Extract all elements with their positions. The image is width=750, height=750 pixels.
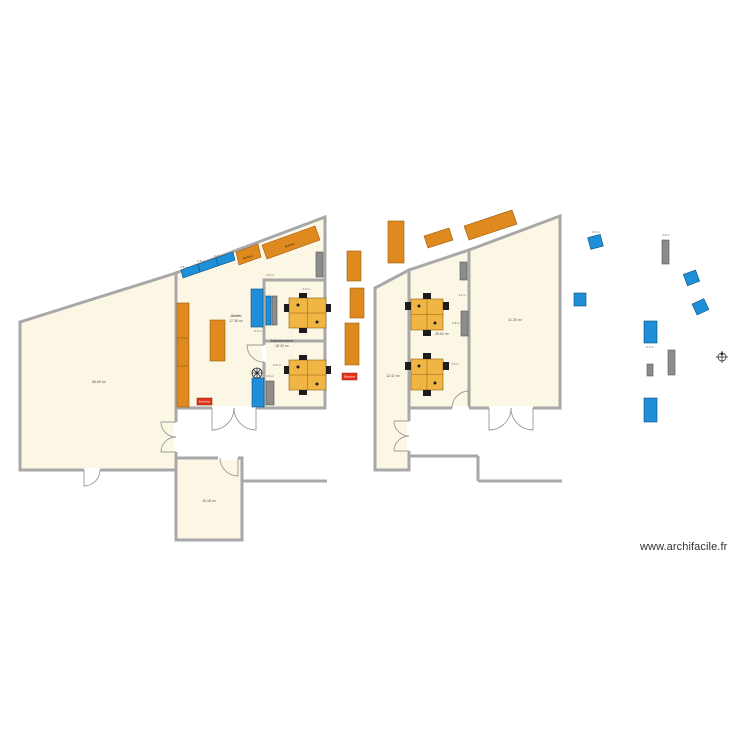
- office-chair-icon: [423, 293, 431, 299]
- orange-shelf-label: Bureau: [242, 253, 253, 260]
- orange-desk-slanted-2[interactable]: Bureau: [261, 225, 321, 260]
- room-area-large-right: 41.26 m²: [508, 318, 523, 322]
- dim-label: 0.6 m: [266, 374, 274, 378]
- office-chair-icon: [299, 355, 307, 360]
- room-area-corridor-right: 12.42 m²: [386, 374, 401, 378]
- room-area-big-left: 86.69 m²: [92, 380, 107, 384]
- extinguisher-loose[interactable]: [341, 372, 358, 381]
- office-chair-icon: [326, 304, 331, 312]
- room-small-bottom[interactable]: [174, 456, 244, 542]
- blue-box-4[interactable]: [691, 298, 710, 316]
- orange-shelf-slanted-1[interactable]: [235, 243, 262, 266]
- blue-locker-top[interactable]: [250, 288, 264, 328]
- orange-shelf-right-2[interactable]: [423, 227, 454, 249]
- door-left-bottom[interactable]: [83, 468, 101, 487]
- extinguisher-left[interactable]: [196, 397, 213, 406]
- dim-label: 0.8 m: [662, 233, 670, 237]
- dim-label: 1.2 m: [302, 287, 310, 291]
- door-right-corridor[interactable]: [393, 420, 411, 452]
- orange-desk-label: Bureau: [284, 241, 295, 248]
- office-chair-icon: [299, 293, 307, 298]
- blue-locker-bottom[interactable]: [251, 377, 265, 408]
- blue-box-2[interactable]: [587, 234, 604, 250]
- office-chair-icon: [284, 304, 289, 312]
- office-chair-icon: [443, 362, 449, 370]
- room-name-maintenance: Maintenance: [271, 338, 295, 343]
- orange-desk-right-3[interactable]: [463, 209, 518, 241]
- grey-cabinet-loose-3[interactable]: [646, 363, 654, 377]
- blue-cabinet-row[interactable]: [180, 251, 236, 279]
- blue-box-3[interactable]: [682, 269, 701, 287]
- grey-cabinet-corner[interactable]: [315, 251, 324, 278]
- office-chair-icon: [423, 390, 431, 396]
- door-double-atelier[interactable]: [211, 406, 257, 431]
- orange-cabinet-loose-3[interactable]: [344, 322, 360, 366]
- room-area-atelier: 17.36 m²: [229, 319, 244, 323]
- blue-panel-maintenance[interactable]: [265, 295, 272, 326]
- grey-cabinet-maintenance[interactable]: [265, 380, 275, 406]
- dim-label: 1.2 m: [458, 293, 466, 297]
- fan-icon: [251, 367, 263, 379]
- orange-cabinet-loose-2[interactable]: [349, 287, 365, 319]
- left-building: 86.69 m² Atelier 17.36 m² Maintenance 18…: [18, 214, 331, 542]
- desk-cluster-bottom[interactable]: [284, 355, 331, 395]
- office-chair-icon: [405, 302, 411, 310]
- office-chair-icon: [326, 366, 331, 374]
- blue-locker-loose-1[interactable]: [643, 320, 658, 344]
- dim-label: 0.8 m: [214, 254, 222, 258]
- watermark-text[interactable]: www.archifacile.fr: [640, 541, 728, 553]
- door-maintenance[interactable]: [246, 344, 266, 363]
- dim-label: 0.6 m: [254, 329, 262, 333]
- door-left-side[interactable]: [160, 421, 178, 453]
- dim-label: 0.6 m: [273, 363, 281, 367]
- dim-label: 0.8 m: [197, 259, 205, 263]
- office-chair-icon: [423, 330, 431, 336]
- office-chair-icon: [405, 362, 411, 370]
- door-right-office[interactable]: [451, 390, 470, 410]
- extinguisher-label: Extincteur: [199, 401, 210, 404]
- office-chair-icon: [284, 366, 289, 374]
- blue-locker-loose-2[interactable]: [643, 397, 658, 423]
- office-chair-icon: [443, 302, 449, 310]
- grey-cabinet-right-1[interactable]: [459, 261, 468, 281]
- door-right-double[interactable]: [488, 406, 534, 431]
- extinguisher-label: Extincteur: [344, 376, 355, 379]
- dim-label: 0.6 m: [646, 345, 654, 349]
- dim-label: 0.6 m: [451, 362, 459, 366]
- desk-cluster-top[interactable]: [284, 293, 331, 333]
- loose-furniture-right: 0.6 m 0.8 m 0.6 m: [573, 230, 728, 423]
- grey-cabinet-right-2[interactable]: [460, 310, 469, 337]
- room-area-maintenance: 18.43 m²: [275, 344, 290, 348]
- room-name-atelier: Atelier: [229, 313, 242, 318]
- office-chair-icon: [423, 353, 431, 359]
- desk-cluster-right-top[interactable]: [405, 293, 449, 336]
- room-big-left[interactable]: [18, 270, 178, 472]
- desk-cluster-right-bottom[interactable]: [405, 353, 449, 396]
- door-small-room[interactable]: [218, 456, 239, 477]
- office-chair-icon: [299, 390, 307, 395]
- blue-box-1[interactable]: [573, 292, 587, 307]
- dim-label: 0.8 m: [180, 265, 188, 269]
- grey-cabinet-narrow[interactable]: [271, 295, 278, 326]
- dim-label: 0.8 m: [452, 321, 460, 325]
- grey-cabinet-loose-2[interactable]: [667, 349, 676, 376]
- orange-shelving-left[interactable]: [176, 302, 190, 408]
- dim-label: 0.6 m: [592, 230, 600, 234]
- grey-cabinet-loose-1[interactable]: [661, 239, 670, 265]
- orange-workbench[interactable]: [209, 319, 226, 362]
- room-corridor-right[interactable]: [373, 267, 411, 472]
- dim-label: 0.6 m: [266, 273, 274, 277]
- office-chair-icon: [299, 328, 307, 333]
- room-area-office-right: 25.62 m²: [435, 332, 450, 336]
- orange-cabinet-right-1[interactable]: [387, 220, 405, 264]
- room-area-small-bottom: 15.18 m²: [202, 499, 217, 503]
- compass-icon: [716, 351, 728, 363]
- loose-furniture-middle: Extincteur: [341, 250, 365, 381]
- room-large-right[interactable]: [467, 213, 562, 410]
- right-building: 12.42 m² 25.62 m² 41.26 m²: [373, 209, 562, 483]
- orange-cabinet-loose-1[interactable]: [346, 250, 362, 282]
